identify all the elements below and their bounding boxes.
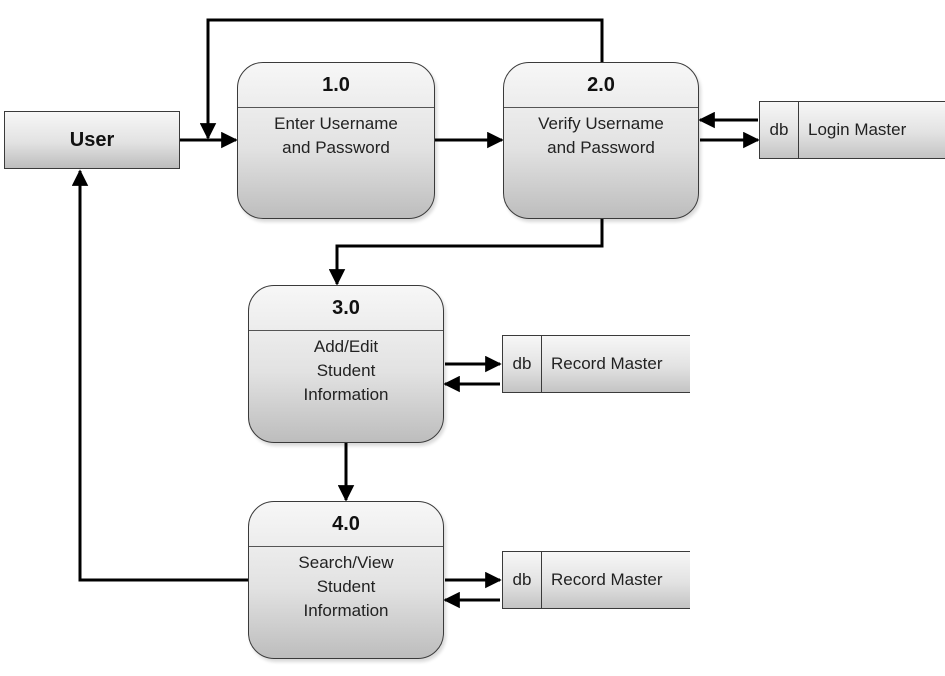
flow-2-loop-to-1	[199, 18, 604, 140]
flow-2-to-3	[328, 219, 604, 286]
store-tag: db	[760, 102, 799, 158]
process-3: 3.0 Add/Edit Student Information	[248, 285, 444, 443]
process-number: 4.0	[249, 502, 443, 547]
data-store-record-master-1: db Record Master	[502, 335, 690, 393]
store-tag: db	[503, 336, 542, 392]
process-2: 2.0 Verify Username and Password	[503, 62, 699, 219]
process-label: Add/Edit Student Information	[303, 337, 389, 404]
process-label: Search/View Student Information	[298, 553, 394, 620]
process-number: 2.0	[504, 63, 698, 108]
store-name: Record Master	[551, 354, 663, 373]
process-number: 1.0	[238, 63, 434, 108]
process-label: Enter Username and Password	[274, 114, 398, 157]
process-number: 3.0	[249, 286, 443, 331]
process-1: 1.0 Enter Username and Password	[237, 62, 435, 219]
store-name: Record Master	[551, 570, 663, 589]
store-name: Login Master	[808, 120, 907, 139]
entity-label: User	[69, 128, 115, 151]
store-tag: db	[503, 552, 542, 608]
flow-4-to-user	[71, 169, 248, 582]
data-store-record-master-2: db Record Master	[502, 551, 690, 609]
process-4: 4.0 Search/View Student Information	[248, 501, 444, 659]
process-label: Verify Username and Password	[538, 114, 664, 157]
external-entity-user: User	[4, 111, 180, 169]
data-store-login-master: db Login Master	[759, 101, 945, 159]
